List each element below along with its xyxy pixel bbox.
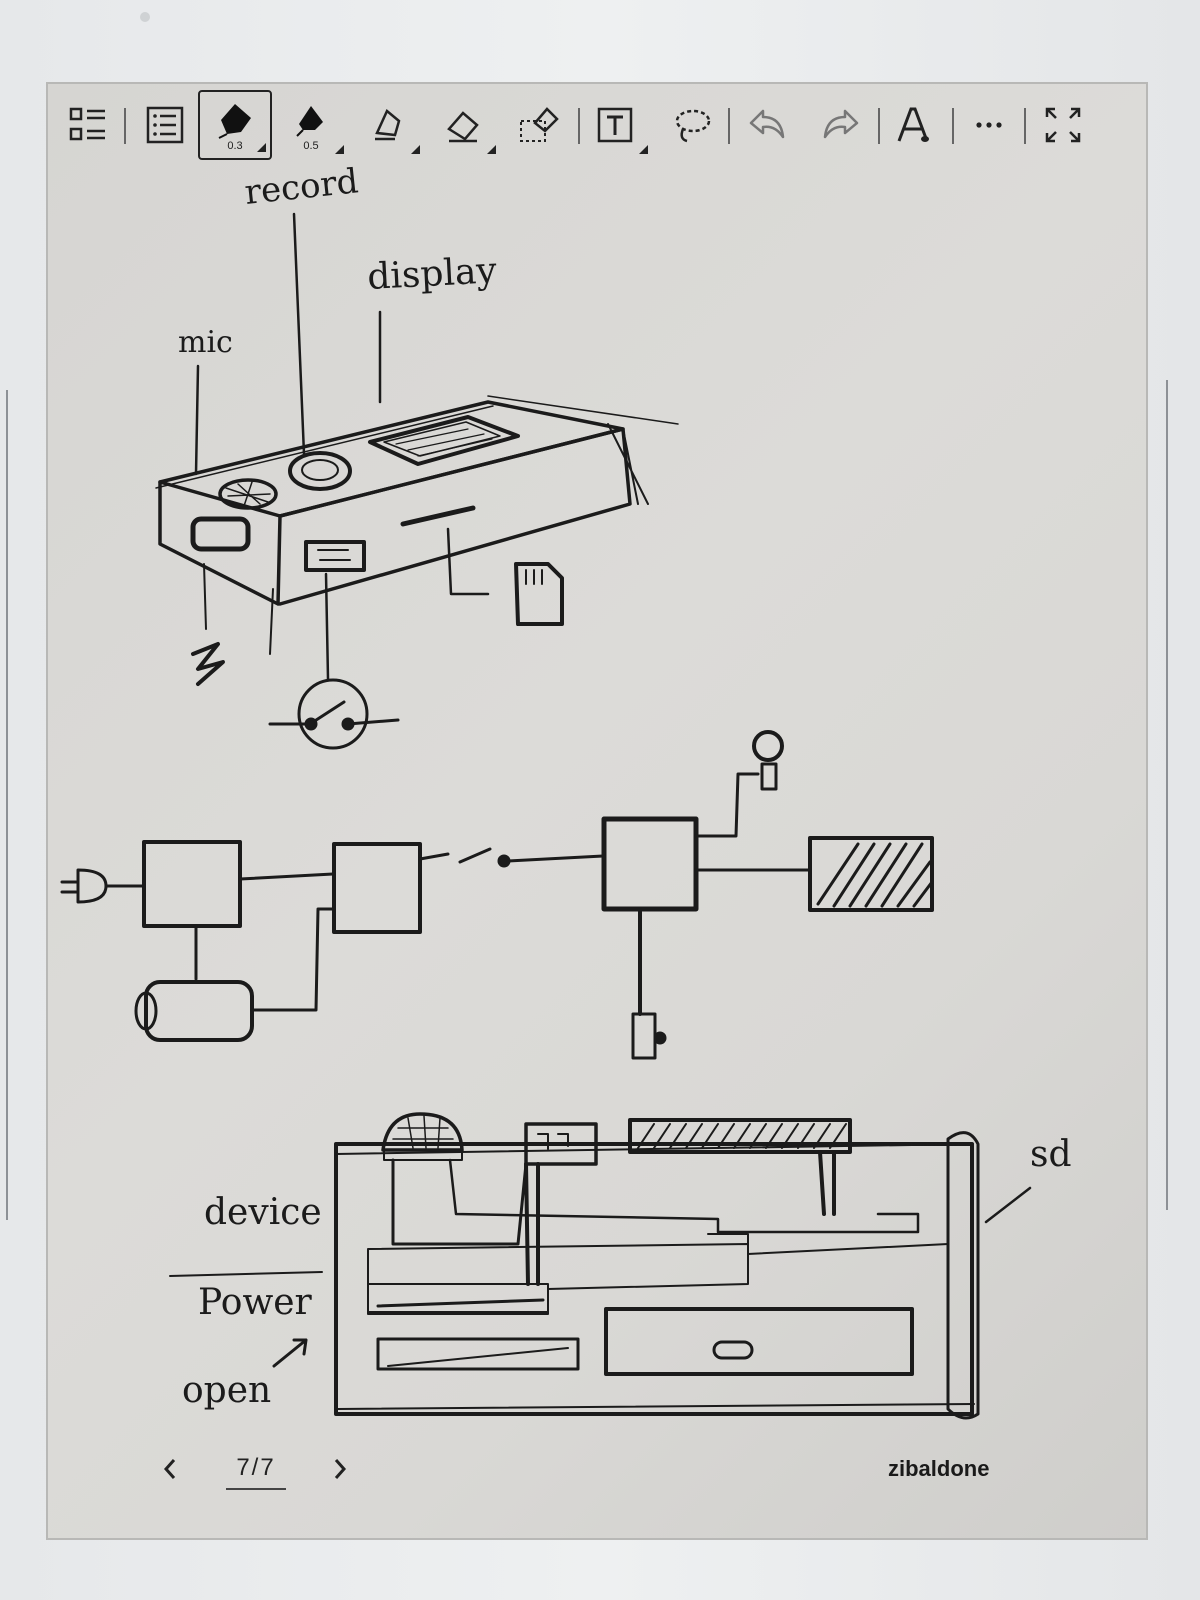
lasso-tool-button[interactable] [654,90,728,160]
block-diagram-sketch [60,730,934,1060]
bezel-edge-left [6,390,8,1220]
thumbnail-view-button[interactable] [52,90,126,160]
notebook-title[interactable]: zibaldone [888,1456,990,1481]
chevron-right-icon [334,1459,347,1479]
toolbar-separator [728,108,730,144]
toolbar-separator [878,108,880,144]
brush-size-label: 0.5 [303,140,319,152]
dropdown-triangle-icon [335,145,344,154]
redo-icon [823,109,859,139]
font-icon [897,107,929,142]
fullscreen-button[interactable] [1026,90,1100,160]
expand-icon [1045,107,1081,143]
eraser-icon [447,111,479,143]
eraser-tool-button[interactable] [426,90,500,160]
more-button[interactable] [952,90,1026,160]
cross-section-sketch [169,1112,1032,1420]
brush-pen-icon [296,106,323,137]
text-box-tool-button[interactable] [578,90,652,160]
dropdown-triangle-icon [411,145,420,154]
label-sd: sd [1030,1134,1072,1175]
label-device: device [204,1192,322,1233]
toolbar: 0.3 0.5 [48,84,1146,168]
pen-tool-button[interactable]: 0.3 [198,90,272,160]
more-icon [976,122,1002,128]
area-eraser-icon [520,107,559,142]
bezel-edge-right [1166,380,1168,1210]
undo-icon [749,109,785,139]
dropdown-triangle-icon [257,143,266,152]
prev-page-button[interactable] [156,1454,184,1484]
e-ink-screen: 0.3 0.5 [46,82,1148,1540]
dropdown-triangle-icon [487,145,496,154]
toolbar-separator [124,108,126,144]
label-mic: mic [178,325,233,360]
label-display: display [366,250,498,298]
list-icon [146,106,184,144]
pen-size-label: 0.3 [227,140,243,152]
bezel-dot [140,12,150,22]
fountain-pen-icon [218,104,251,139]
highlighter-icon [375,108,401,141]
text-format-button[interactable] [876,90,950,160]
chevron-left-icon [163,1459,176,1479]
page-indicator[interactable]: 7/7 [226,1454,286,1490]
undo-button[interactable] [730,90,804,160]
drawing-canvas[interactable]: record display mic device Power open sd [48,84,1148,1540]
next-page-button[interactable] [326,1454,354,1484]
toolbar-separator [578,108,580,144]
brush-tool-button[interactable]: 0.5 [274,90,348,160]
device-sketch [155,212,679,750]
area-eraser-tool-button[interactable] [502,90,576,160]
highlighter-tool-button[interactable] [350,90,424,160]
dropdown-triangle-icon [639,145,648,154]
redo-button[interactable] [804,90,878,160]
label-open: open [182,1370,271,1411]
page-footer: 7/7 zibaldone [48,1444,1146,1504]
label-power: Power [198,1282,313,1323]
text-box-icon [597,107,633,143]
label-record: record [243,161,360,213]
toc-button[interactable] [128,90,202,160]
lasso-icon [675,109,711,143]
toolbar-separator [952,108,954,144]
toolbar-separator [1024,108,1026,144]
grid-list-icon [69,107,105,141]
